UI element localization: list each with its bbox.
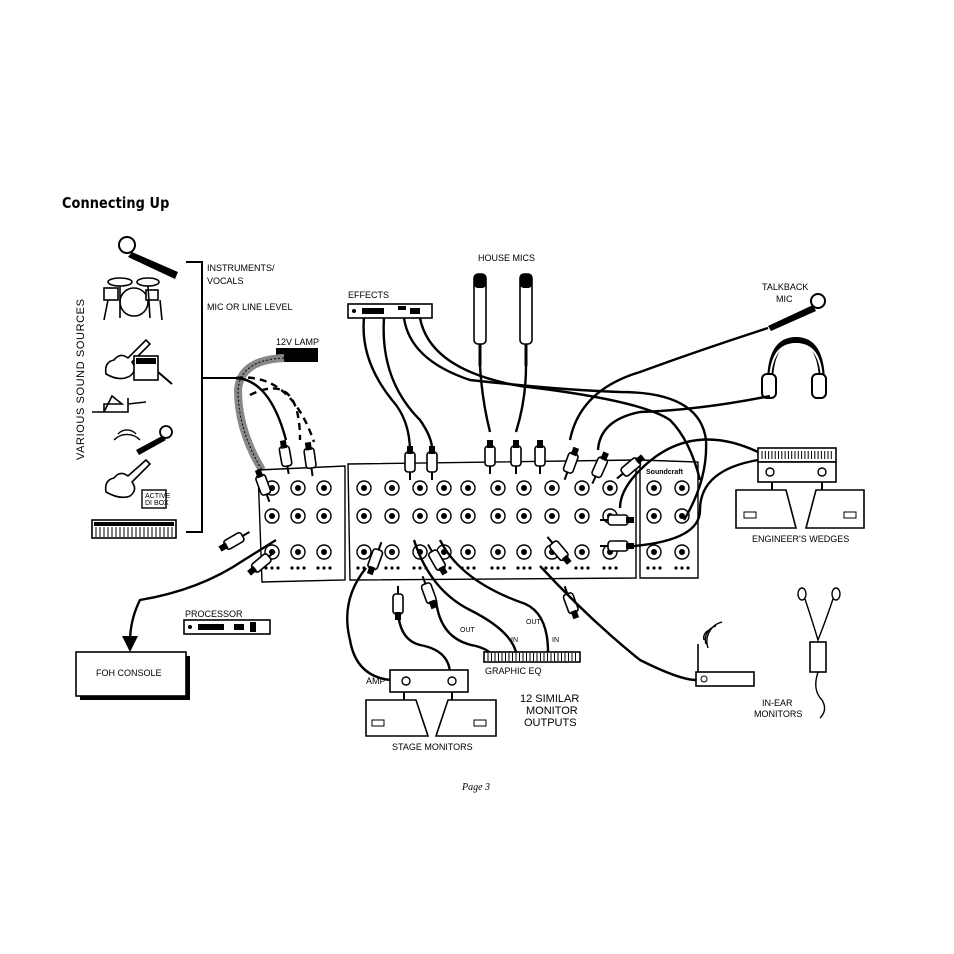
active-di-label-2: DI BOX (145, 500, 169, 507)
foh-console: FOH CONSOLE (75, 651, 190, 700)
monitor-out-plug-4 (420, 575, 438, 610)
drum-kit-icon (103, 277, 163, 321)
engineers-wedge-right (804, 489, 865, 529)
wireless-mic-icon (113, 425, 173, 455)
lamp-icon (276, 348, 318, 362)
talkback-label-1: TALKBACK (762, 282, 808, 292)
graphic-eq-unit (483, 651, 581, 663)
monitor-out-plug-3 (427, 544, 448, 576)
effects-return-plug-2 (426, 446, 438, 480)
active-di-label-1: ACTIVE (145, 493, 171, 500)
page-number: Page 3 (462, 782, 491, 793)
monitor-outputs-label-3: OUTPUTS (524, 717, 577, 729)
stage-monitor-left (365, 699, 430, 737)
graphic-eq-label: GRAPHIC EQ (485, 666, 542, 676)
direct-input-icon (92, 394, 147, 413)
amp-label: AMP (366, 676, 386, 686)
sources-heading: VARIOUS SOUND SOURCES (75, 298, 87, 460)
engineers-wedges-label: ENGINEER'S WEDGES (752, 534, 849, 544)
iem-transmitter (695, 621, 755, 687)
eq-out-left: OUT (460, 627, 476, 634)
eq-in-left: IN (511, 637, 518, 644)
monitor-out-plug-1 (366, 541, 384, 576)
output-plug-1 (562, 446, 580, 481)
in-ear-monitors-icon (797, 587, 841, 719)
house-mic-1 (473, 273, 487, 366)
sources-bracket (186, 261, 236, 533)
stage-amp: AMP (366, 669, 469, 693)
in-ear-label-1: IN-EAR (762, 698, 793, 708)
house-mic-2 (519, 273, 533, 366)
mic-line-level-label: MIC OR LINE LEVEL (207, 302, 293, 312)
input-xlr-plug-4 (218, 531, 250, 552)
eq-out-right: OUT (526, 619, 542, 626)
processor-label: PROCESSOR (185, 609, 243, 619)
talkback-label-2: MIC (776, 294, 793, 304)
engineers-wedge-left (735, 489, 798, 529)
output-plug-2 (591, 451, 609, 485)
brand-label: Soundcraft (646, 469, 684, 476)
keyboard-icon (91, 519, 177, 539)
processor-unit (183, 619, 271, 635)
stage-monitor-right (434, 699, 497, 737)
headphones-icon (761, 336, 827, 399)
input-xlr-plugs (218, 439, 317, 576)
instruments-label: INSTRUMENTS/ (207, 263, 275, 273)
monitor-outputs-label-2: MONITOR (526, 705, 578, 717)
engineers-amp (757, 447, 837, 483)
monitor-out-plug-5 (546, 536, 572, 565)
monitor-outputs-label-1: 12 SIMILAR (520, 693, 579, 705)
eq-in-right: IN (552, 637, 559, 644)
input-cables (128, 376, 316, 643)
output-plug-4 (600, 514, 634, 526)
input-xlr-plug-2 (303, 441, 317, 477)
foh-arrow (122, 636, 138, 652)
guitar-amp-icon (104, 338, 173, 385)
guitar-di-icon: ACTIVE DI BOX (104, 458, 171, 509)
stage-monitors-label: STAGE MONITORS (392, 742, 473, 752)
house-mics-label: HOUSE MICS (478, 253, 535, 263)
output-xlr-plugs (366, 440, 645, 620)
vocals-label: VOCALS (207, 276, 244, 286)
vocal-mic-icon (118, 236, 178, 279)
effects-return-plug-1 (404, 446, 416, 480)
effects-cables (362, 317, 708, 521)
effects-label: EFFECTS (348, 290, 389, 300)
output-plug-5 (600, 540, 634, 552)
effects-unit (347, 303, 433, 319)
talkback-plug (534, 440, 546, 474)
input-xlr-plug-5 (247, 550, 276, 576)
page-title: Connecting Up (62, 194, 170, 212)
foh-label: FOH CONSOLE (96, 668, 162, 678)
house-mic-plug-1 (484, 440, 496, 474)
in-ear-label-2: MONITORS (754, 709, 802, 719)
house-mic-plug-2 (510, 440, 522, 474)
input-xlr-plug-3 (254, 468, 272, 503)
input-xlr-plug-1 (278, 439, 293, 475)
output-plug-3 (616, 454, 645, 480)
lamp-label: 12V LAMP (276, 337, 319, 347)
talkback-mic-icon (768, 293, 826, 331)
